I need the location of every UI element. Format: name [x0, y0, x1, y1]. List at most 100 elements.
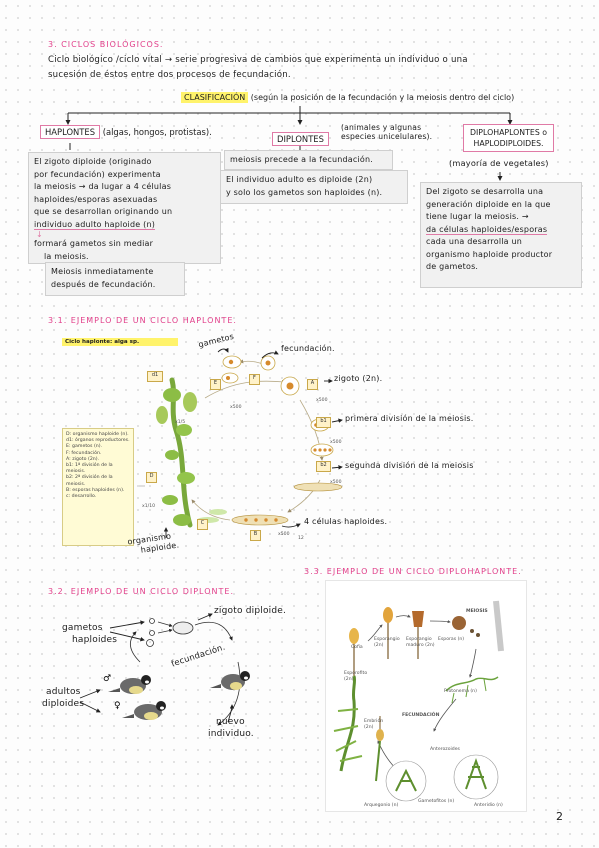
female-icon: ♀ — [114, 701, 121, 711]
bird-icon — [210, 671, 250, 690]
label-nuevo-line: individuo. — [208, 729, 254, 739]
down-arrow-icon: ↓ — [36, 230, 43, 239]
classification-label: CLASIFICACIÓN — [181, 92, 249, 103]
diplontes-examples-line: (animales y algunas — [341, 123, 422, 132]
magnification-label: x500 — [316, 398, 328, 403]
fig-label-protonema: Protonema (n) — [444, 689, 477, 694]
diplontes-note-line: y solo los gametos son haploides (n). — [226, 187, 383, 197]
fig-label-esporofito: Esporofito (2n) — [344, 671, 368, 682]
haplontes-note-line: por fecundación) experimenta — [34, 169, 161, 179]
haplontes-title: HAPLONTES — [40, 125, 101, 139]
magnification-label: x500 — [330, 440, 342, 445]
diplohaplontes-note-line: da células haploides/esporas — [426, 224, 548, 235]
diplohaplontes-majority: (mayoría de vegetales) — [449, 158, 549, 168]
diplontes-examples-line: especies unicelulares). — [341, 132, 433, 141]
male-icon: ♂ — [103, 674, 111, 684]
diplohaplontes-title-line: DIPLOHAPLONTES o — [470, 128, 548, 137]
diplontes-meiosis-note: meiosis precede a la fecundación. — [224, 150, 393, 170]
diplontes-note-line: El individuo adulto es diploide (2n) — [226, 175, 373, 184]
label-gametos-line: haploides — [72, 635, 118, 645]
label-zigoto-diploide: zigoto diploide. — [214, 606, 287, 616]
moss-cycle-illustration — [333, 600, 504, 802]
magnification-label: x500 — [230, 405, 242, 410]
diplohaplontes-note-line: de gametos. — [426, 262, 479, 271]
magnification-label: x500 — [330, 480, 342, 485]
fig-label-esporas: Esporas (n) — [438, 637, 465, 642]
diplohaplonte-figure: Cofia Esporangio (2n) Esporangio maduro … — [325, 580, 527, 812]
figure-tag: b1 — [316, 417, 331, 428]
label-adultos-line: diploides — [42, 699, 85, 709]
diplontes-title: DIPLONTES — [272, 132, 329, 146]
label-gametos-line: gametos — [62, 623, 103, 633]
haplontes-meiosis-note: Meiosis inmediatamente después de fecund… — [45, 262, 185, 296]
fig-label-anterozoides: Anterozoides — [430, 747, 460, 752]
label-nuevo-line: nuevo — [216, 717, 245, 727]
diplohaplontes-note-line: cada una desarrolla un — [426, 237, 523, 246]
classification-criteria: (según la posición de la fecundación y l… — [250, 93, 515, 102]
haplontes-note-line: la meiosis. — [44, 251, 89, 261]
diplohaplontes-note-line: Del zigoto se desarrolla una — [426, 187, 544, 196]
figure-page-number: 12 — [298, 536, 304, 541]
fig-label-esporangio: Esporangio (2n) — [374, 637, 400, 648]
section-title: 3. CICLOS BIOLÓGICOS. — [48, 40, 164, 49]
haplontes-heading: HAPLONTES (algas, hongos, protistas). — [40, 125, 212, 139]
fig-label-anteridio: Anteridio (n) — [474, 803, 503, 808]
legend-item: c: desarrollo. — [66, 494, 97, 500]
legend-item: B: esporas haploides (n). — [66, 487, 125, 493]
label-fecundacion: fecundación. — [281, 344, 335, 353]
legend-item: b2: 2ª división de la meiosis. — [66, 475, 113, 487]
fig-label-gametofitos: Gametofitos (n) — [418, 799, 455, 804]
label-adultos-line: adultos — [46, 687, 81, 697]
meiosis-line: Meiosis inmediatamente — [51, 267, 154, 276]
haplontes-note-line: individuo adulto haploide (n) — [34, 219, 156, 230]
diplohaplontes-note-line: tiene lugar la meiosis. → — [426, 212, 529, 221]
label-zigoto: zigoto (2n). — [334, 374, 383, 383]
definition-line-1: Ciclo biológico /ciclo vital → serie pro… — [48, 55, 468, 65]
figure-tag: C — [197, 519, 208, 530]
classification-heading: CLASIFICACIÓN (según la posición de la f… — [181, 92, 515, 103]
haplonte-legend: D: organismo haploide (n). d1: órganos r… — [62, 428, 134, 546]
figure-tag: d1 — [147, 371, 163, 382]
label-cuatro-celulas: 4 células haploides. — [304, 517, 388, 526]
label-adultos-diploides: adultos diploides — [42, 686, 84, 710]
haplonte-figure-title: Ciclo haplonte: alga sp. — [62, 338, 178, 346]
fig-label-esporangio-maduro: Esporangio maduro (2n) — [406, 637, 435, 648]
fig-label-embrion: Embrión (2n) — [364, 719, 384, 730]
label-segunda-division: segunda división de la meiosis — [345, 461, 474, 470]
section-3-2-title: 3.2. EJEMPLO DE UN CICLO DIPLONTE. — [48, 587, 234, 596]
bird-icon — [108, 675, 151, 694]
section-3-1-title: 3.1. EJEMPLO DE UN CICLO HAPLONTE. — [48, 316, 237, 325]
magnification-label: x1/5 — [175, 420, 186, 425]
fig-label-meiosis: MEIOSIS — [466, 609, 488, 614]
magnification-label: x500 — [278, 532, 290, 537]
figure-tag: E — [210, 379, 221, 390]
label-nuevo-individuo: nuevo individuo. — [208, 716, 254, 740]
figure-tag: D — [146, 472, 157, 483]
page-number: 2 — [556, 810, 563, 823]
meiosis-line: después de fecundación. — [51, 279, 156, 289]
haplontes-note-line: que se desarrollan originando un — [34, 207, 173, 216]
haplontes-note-line: El zigoto diploide (originado — [34, 157, 152, 166]
haplontes-note-line: formará gametos sin mediar — [34, 239, 154, 248]
label-gametos-haploides: gametos haploides — [62, 622, 117, 646]
legend-item: d1: órganos reproductores. — [66, 438, 130, 444]
diplontes-heading: DIPLONTES — [272, 127, 329, 146]
label-primera-division: primera división de la meiosis. — [345, 414, 474, 423]
diplohaplontes-title: DIPLOHAPLONTES o HAPLODIPLOIDES. — [463, 124, 555, 152]
fig-label-cofia: Cofia — [351, 645, 363, 650]
bird-icon — [122, 701, 166, 720]
figure-tag: F — [249, 374, 260, 385]
haplontes-examples: (algas, hongos, protistas). — [102, 127, 212, 137]
legend-item: F: fecundación. — [66, 450, 102, 456]
haplontes-note-line: la meiosis → da lugar a 4 células — [34, 182, 172, 191]
legend-item: E: gametos (n). — [66, 444, 103, 450]
diplontes-examples: (animales y algunas especies unicelulare… — [341, 123, 432, 141]
haplontes-note: El zigoto diploide (originado por fecund… — [28, 152, 221, 264]
fig-label-arquegonio: Arquegonio (n) — [364, 803, 399, 808]
legend-item: b1: 1ª división de la meiosis. — [66, 463, 113, 475]
legend-item: A: zigoto (2n). — [66, 456, 100, 462]
fig-label-fecundacion: FECUNDACIÓN — [402, 713, 440, 718]
diplohaplontes-title-line: HAPLODIPLOIDES. — [473, 139, 544, 148]
